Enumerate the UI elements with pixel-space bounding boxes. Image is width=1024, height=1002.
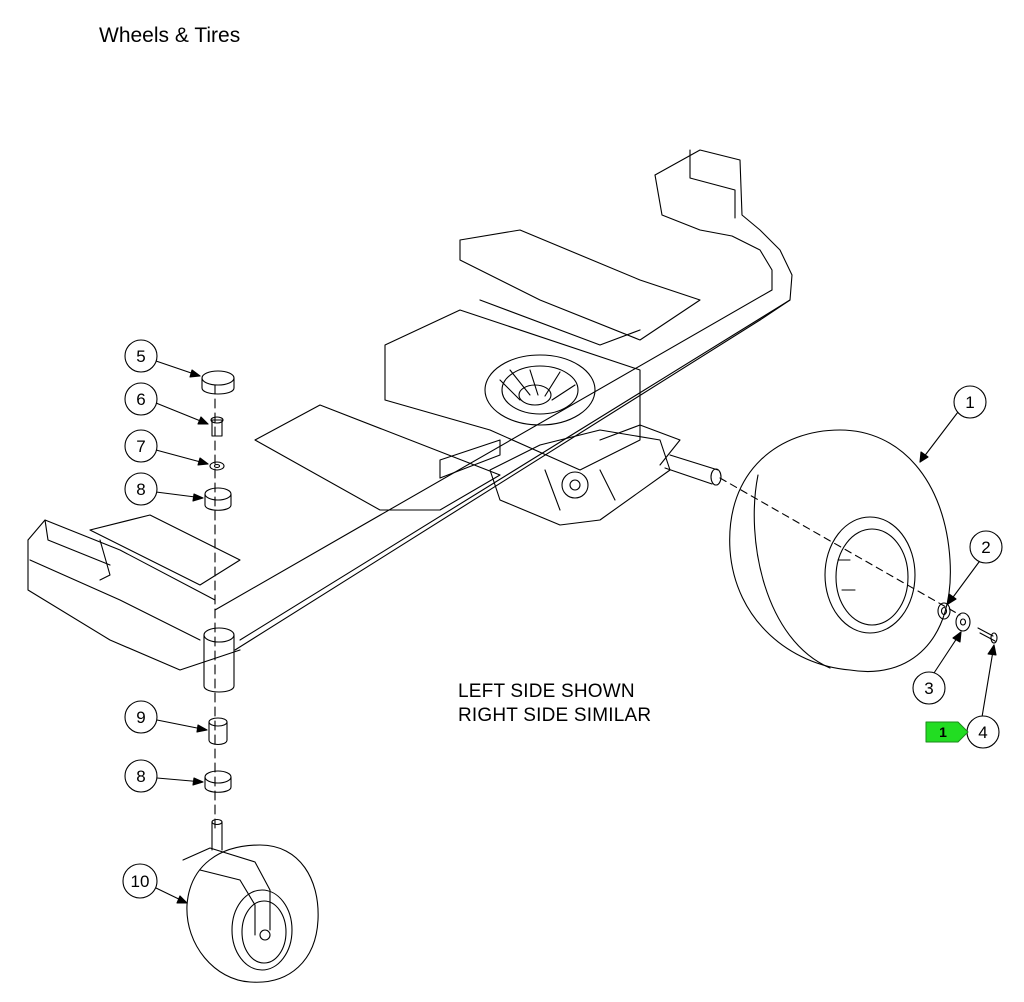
callout-2: 2 (981, 538, 990, 557)
callout-1: 1 (965, 393, 974, 412)
callout-8-lower: 8 (136, 767, 145, 786)
callout-3: 3 (924, 679, 933, 698)
callout-5: 5 (136, 347, 145, 366)
callout-10: 10 (131, 872, 150, 891)
axle-hardware (937, 602, 998, 644)
callout-9: 9 (136, 708, 145, 727)
note-line-2: RIGHT SIDE SIMILAR (458, 705, 652, 726)
note-line-1: LEFT SIDE SHOWN (458, 681, 635, 702)
callout-8-upper: 8 (136, 480, 145, 499)
reference-tag-label: 1 (939, 724, 947, 740)
axle-shaft (664, 454, 961, 616)
callout-7: 7 (136, 437, 145, 456)
caster-stack (182, 370, 319, 983)
transaxle (489, 424, 681, 526)
diagram-title: Wheels & Tires (99, 24, 241, 47)
cooling-fan (484, 354, 596, 426)
chassis-frame (27, 149, 793, 671)
rear-tire (729, 429, 951, 672)
reference-tag[interactable]: 1 (925, 721, 969, 743)
callouts (122, 339, 1003, 904)
callout-4: 4 (978, 723, 987, 742)
callout-6: 6 (136, 390, 145, 409)
